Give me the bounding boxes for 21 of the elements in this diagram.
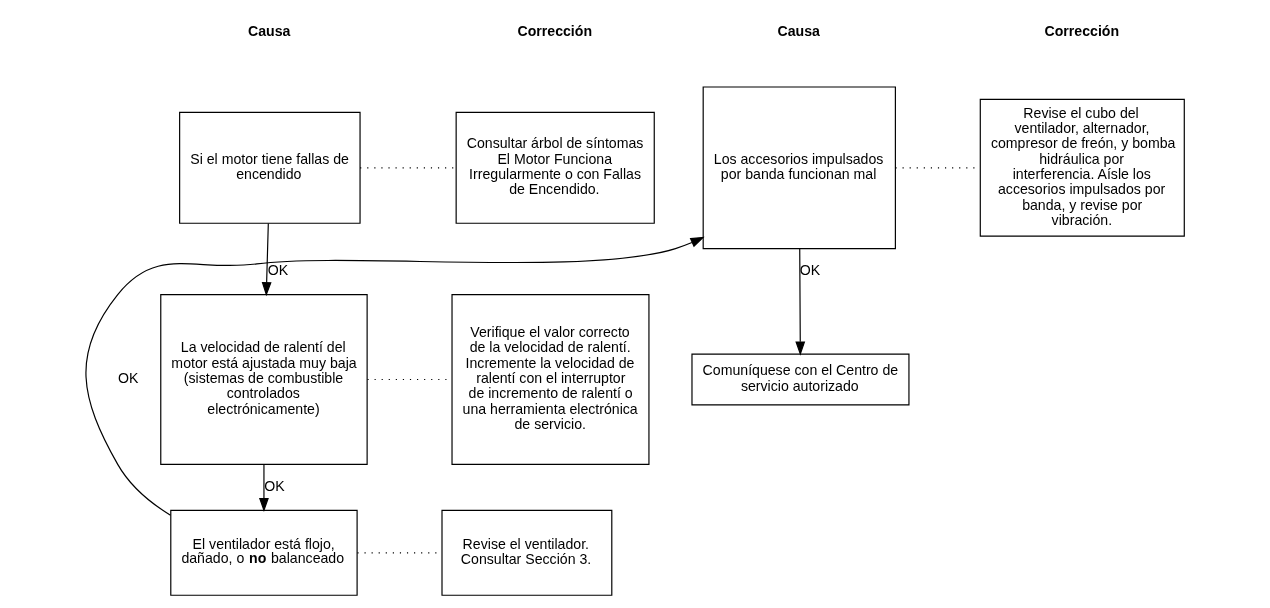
label: Causa (777, 23, 820, 40)
node-box: Comuníquese con el Centro de servicio autorizado (691, 353, 910, 406)
label: Corrección (517, 23, 593, 40)
label: Corrección (1044, 23, 1120, 40)
edge-label: OK (267, 262, 289, 279)
node-box: La velocidad de ralentí del motor está ajustada muy baja (sistemas de combustible controlados electrónicamente) (160, 294, 368, 465)
arrow (85, 236, 705, 516)
arrow (259, 464, 269, 513)
arrow (261, 222, 272, 297)
label: Causa (248, 23, 291, 40)
edge-label: OK (799, 262, 821, 279)
node-box: El ventilador está flojo, dañado, o no balanceado (170, 509, 358, 596)
node-box: Los accesorios impulsados por banda funcionan mal (702, 86, 896, 250)
node-box: Revise el cubo del ventilador, alternador, compresor de freón, y bomba hidráulica por interferencia. Aísle los accesorios impulsados por banda, y revise por vibración. (979, 98, 1185, 237)
arrow (795, 248, 806, 356)
node-box: Consultar árbol de síntomas El Motor Funciona Irregularmente o con Fallas de Encendido. (455, 111, 655, 224)
node-box: Revise el ventilador. Consultar Sección 3. (441, 509, 613, 596)
node-box: Si el motor tiene fallas de encendido (179, 111, 361, 224)
node-box: Verifique el valor correcto de la velocidad de ralentí. Incremente la velocidad de ralentí con el interruptor de incremento de ralentí o una herramienta electrónica de servicio. (451, 294, 650, 465)
edge-label: OK (264, 478, 285, 495)
edge-label: OK (118, 370, 139, 387)
